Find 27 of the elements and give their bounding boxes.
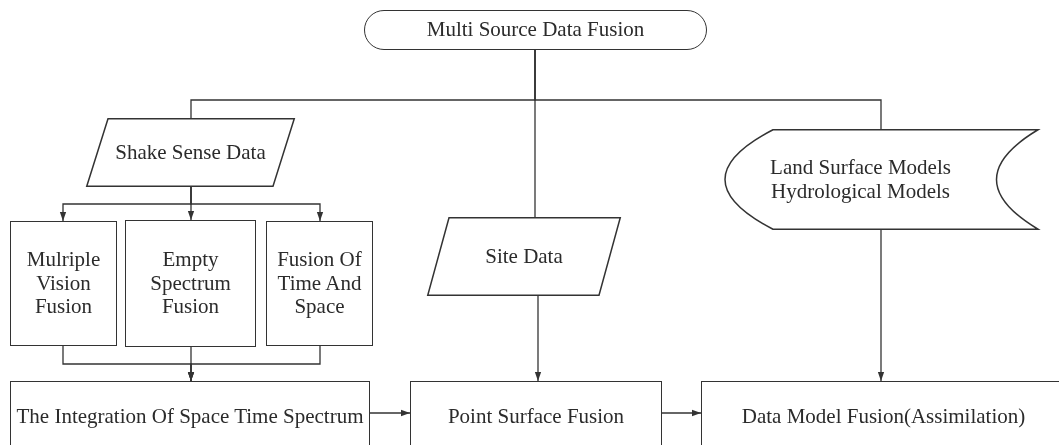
node-label: Fusion Of Time And Space	[276, 248, 363, 319]
process-box	[10, 221, 117, 346]
arrow	[661, 409, 702, 417]
stored-data-shape	[723, 129, 1038, 230]
process-box	[701, 381, 1059, 445]
connector-line	[534, 49, 882, 130]
node-label: Shake Sense Data	[115, 140, 266, 165]
data-parallelogram	[86, 118, 295, 187]
node-label: The Integration Of Space Time Spectrum	[16, 405, 364, 429]
node-label: Empty Spectrum Fusion	[149, 248, 232, 319]
process-box	[125, 220, 256, 347]
node-label: Site Data	[485, 244, 563, 269]
data-parallelogram	[427, 217, 621, 296]
node-label: Land Surface Models	[770, 156, 951, 180]
node-label: Hydrological Models	[770, 179, 951, 203]
node-label: Multi Source Data Fusion	[426, 18, 645, 42]
node-label: Mulriple Vision Fusion	[25, 248, 102, 319]
node-label: Point Surface Fusion	[447, 405, 625, 429]
node-label: Data Model Fusion(Assimilation)	[741, 405, 1026, 429]
arrow	[190, 186, 324, 222]
process-box	[410, 381, 662, 445]
arrow	[534, 295, 542, 382]
terminal-box	[364, 10, 707, 50]
arrow	[369, 409, 411, 417]
process-box	[10, 381, 370, 445]
process-box	[266, 221, 373, 346]
arrow	[877, 229, 885, 382]
